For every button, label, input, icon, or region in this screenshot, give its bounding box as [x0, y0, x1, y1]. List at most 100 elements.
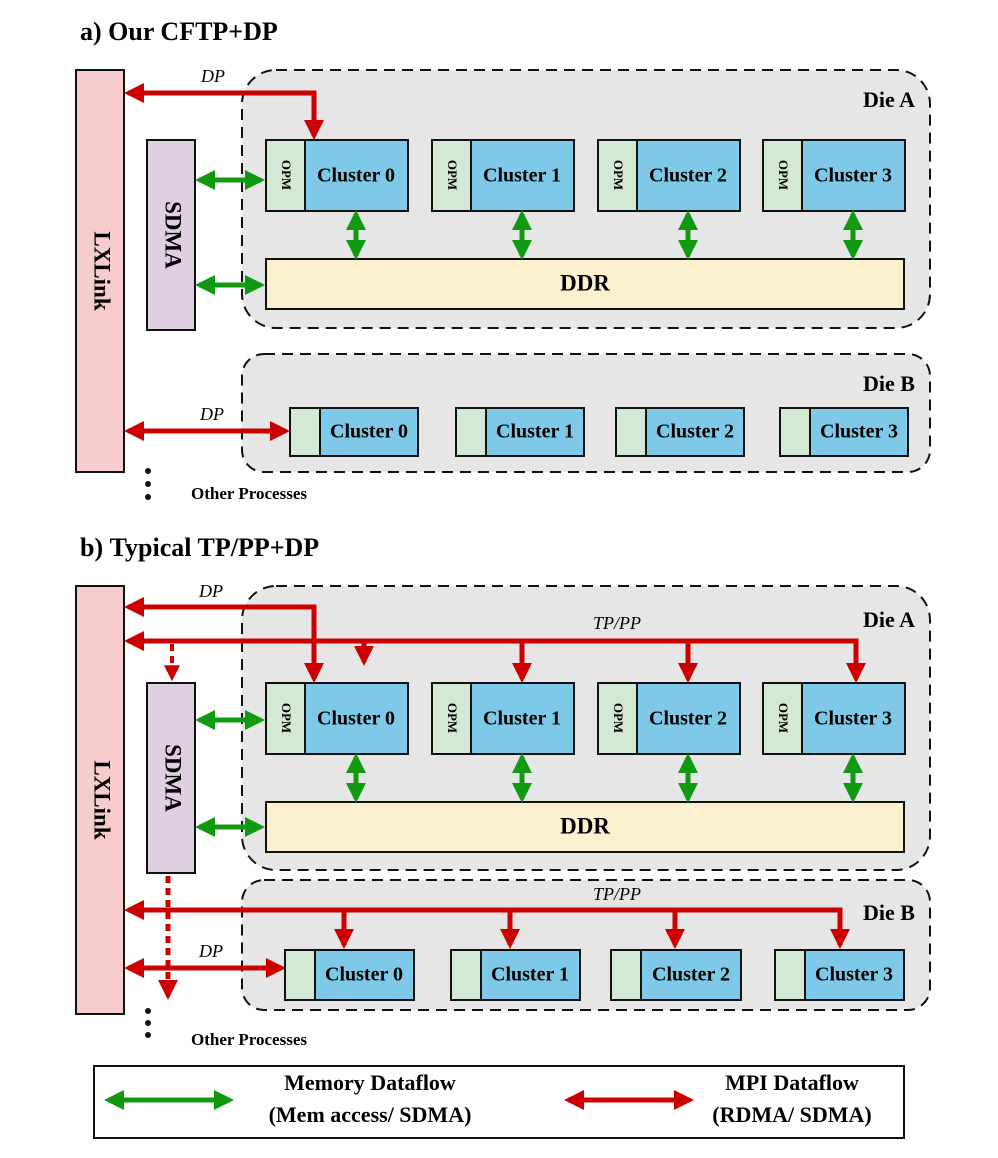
panel-a-die-b-cluster-3: Cluster 3 [779, 407, 909, 457]
cluster-label: Cluster 3 [814, 165, 892, 187]
cluster-block [640, 949, 742, 1001]
opm-label: OPM [445, 703, 460, 733]
panel-a-title: a) Our CFTP+DP [80, 17, 278, 46]
opm-label: OPM [776, 703, 791, 733]
cluster-block [801, 139, 906, 212]
cluster-block [801, 682, 906, 755]
panel-b-ddr-label: DDR [560, 813, 610, 838]
cluster-label: Cluster 0 [325, 964, 403, 986]
panel-b-title: b) Typical TP/PP+DP [80, 533, 319, 562]
opm-label: OPM [279, 703, 294, 733]
opm-label: OPM [776, 160, 791, 190]
panel-a-lxlink-label: LXLink [90, 231, 115, 310]
opm-block [284, 949, 316, 1001]
panel-b-tp-pp-die-a-label: TP/PP [593, 613, 641, 633]
cluster-block [470, 139, 575, 212]
cluster-label: Cluster 3 [820, 421, 898, 443]
panel-a-die-a-label: Die A [863, 87, 915, 112]
panel-b-die-b-cluster-2: Cluster 2 [610, 949, 742, 1001]
panel-a-lxlink [75, 69, 125, 473]
legend-memory-line1: Memory Dataflow [284, 1070, 456, 1095]
panel-b-lxlink [75, 585, 125, 1015]
opm-block [779, 407, 811, 457]
panel-b-tp-pp-die-b-label: TP/PP [593, 884, 641, 904]
panel-b-lxlink-label: LXLink [90, 760, 115, 839]
panel-a-die-b-cluster-0: Cluster 0 [289, 407, 419, 457]
opm-label: OPM [279, 160, 294, 190]
panel-a-sdma-label: SDMA [161, 201, 186, 269]
panel-b-memory-arrows [195, 710, 863, 837]
cluster-block [645, 407, 745, 457]
panel-a-dp-top-arrow [124, 83, 324, 140]
cluster-label: Cluster 2 [652, 964, 730, 986]
panel-b-other-processes: Other Processes [191, 1030, 307, 1049]
cluster-label: Cluster 0 [317, 708, 395, 730]
cluster-label: Cluster 2 [656, 421, 734, 443]
opm-block [615, 407, 647, 457]
legend-mpi-line1: MPI Dataflow [725, 1070, 859, 1095]
panel-b-tp-pp-die-b-arrows [124, 900, 850, 949]
cluster-block [485, 407, 585, 457]
panel-a-die-b-cluster-2: Cluster 2 [615, 407, 745, 457]
panel-a-die-a-cluster-0: OPM Cluster 0 [265, 139, 409, 212]
panel-b-dp-top-label: DP [198, 581, 223, 601]
panel-b-ddr [265, 801, 905, 853]
panel-b-die-a-cluster-3: OPM Cluster 3 [762, 682, 906, 755]
panel-a-die-a-cluster-2: OPM Cluster 2 [597, 139, 741, 212]
opm-block [762, 682, 803, 755]
cluster-block [804, 949, 905, 1001]
opm-block [610, 949, 642, 1001]
cluster-block [319, 407, 419, 457]
opm-block [450, 949, 482, 1001]
opm-block [265, 139, 306, 212]
cluster-label: Cluster 1 [491, 964, 569, 986]
panel-a-dp-bottom-label: DP [199, 404, 224, 424]
panel-b-die-b-cluster-0: Cluster 0 [284, 949, 415, 1001]
cluster-label: Cluster 1 [483, 165, 561, 187]
panel-b-die-b-label: Die B [863, 900, 915, 925]
panel-b-ellipsis [145, 1008, 151, 1038]
panel-a-die-b-label: Die B [863, 371, 915, 396]
panel-b-sdma [146, 682, 196, 874]
opm-block [289, 407, 321, 457]
panel-a-ddr [265, 258, 905, 310]
cluster-block [304, 139, 409, 212]
panel-b-die-a-label: Die A [863, 607, 915, 632]
panel-a-sdma [146, 139, 196, 331]
cluster-label: Cluster 1 [496, 421, 574, 443]
panel-a-dp-top-label: DP [200, 66, 225, 86]
panel-b-die-a-cluster-2: OPM Cluster 2 [597, 682, 741, 755]
panel-b-die-a-cluster-1: OPM Cluster 1 [431, 682, 575, 755]
panel-a-ddr-label: DDR [560, 270, 610, 295]
cluster-label: Cluster 0 [317, 165, 395, 187]
panel-b-dp-bottom-label: DP [198, 941, 223, 961]
opm-block [774, 949, 806, 1001]
panel-a-ellipsis [145, 468, 151, 500]
cluster-label: Cluster 0 [330, 421, 408, 443]
cluster-block [636, 139, 741, 212]
opm-block [597, 139, 638, 212]
cluster-label: Cluster 3 [815, 964, 893, 986]
cluster-block [314, 949, 415, 1001]
opm-label: OPM [445, 160, 460, 190]
panel-a-die-a-cluster-1: OPM Cluster 1 [431, 139, 575, 212]
opm-block [597, 682, 638, 755]
opm-block [455, 407, 487, 457]
tp-pp-bus-arrow [124, 631, 866, 683]
panel-a-die-a-cluster-3: OPM Cluster 3 [762, 139, 906, 212]
panel-b-die-a-cluster-0: OPM Cluster 0 [265, 682, 409, 755]
cluster-block [480, 949, 581, 1001]
cluster-block [470, 682, 575, 755]
opm-label: OPM [611, 160, 626, 190]
opm-block [431, 139, 472, 212]
opm-label: OPM [611, 703, 626, 733]
cluster-label: Cluster 3 [814, 708, 892, 730]
panel-b-tp-pp-die-a-arrows [124, 631, 866, 683]
panel-a-die-b-cluster-1: Cluster 1 [455, 407, 585, 457]
cluster-label: Cluster 1 [483, 708, 561, 730]
panel-b-sdma-label: SDMA [161, 744, 186, 812]
panel-b-die-b-cluster-3: Cluster 3 [774, 949, 905, 1001]
panel-a-other-processes: Other Processes [191, 484, 307, 503]
panel-a-memory-arrows [195, 170, 863, 295]
